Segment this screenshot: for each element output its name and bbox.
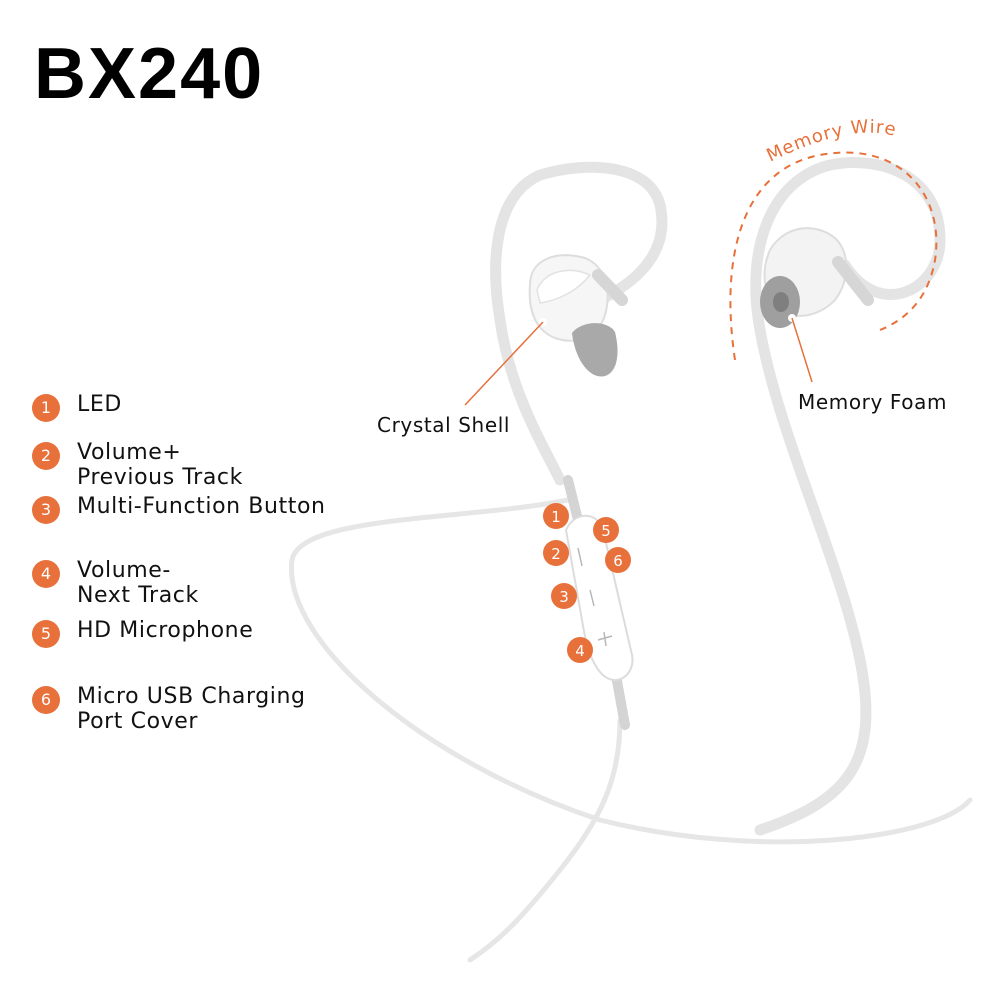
remote-marker-6: 6 (605, 547, 631, 573)
feature-item-volume-up: 2 Volume+ Previous Track (32, 440, 243, 490)
left-ear-tip (572, 323, 618, 377)
right-earhook (750, 157, 946, 836)
left-stem (592, 269, 628, 306)
remote-marker-4: 4 (567, 637, 593, 663)
svg-text:4: 4 (575, 642, 585, 660)
memory-foam-label: Memory Foam (798, 390, 948, 414)
product-title: BX240 (34, 34, 265, 114)
remote-multi-function-icon (589, 589, 595, 607)
feature-item-microphone: 5 HD Microphone (32, 618, 253, 648)
svg-text:1: 1 (551, 508, 561, 526)
right-stem (832, 256, 874, 306)
remote-marker-1: 1 (543, 503, 569, 529)
remote-marker-3: 3 (551, 583, 577, 609)
svg-text:2: 2 (551, 545, 561, 563)
feature-number-badge: 3 (32, 496, 60, 524)
feature-label: LED (77, 392, 122, 417)
feature-item-multi-function: 3 Multi-Function Button (32, 494, 326, 524)
remote-marker-2: 2 (543, 540, 569, 566)
feature-label: Multi-Function Button (77, 494, 326, 519)
right-ear-tip-hole (773, 292, 789, 312)
feature-item-volume-down: 4 Volume- Next Track (32, 558, 199, 608)
svg-text:6: 6 (613, 552, 623, 570)
feature-number-badge: 6 (32, 686, 60, 714)
feature-item-led: 1 LED (32, 392, 122, 422)
feature-label: Volume+ Previous Track (77, 440, 243, 490)
feature-label: HD Microphone (77, 618, 254, 643)
feature-number-badge: 1 (32, 394, 60, 422)
feature-label: Micro USB Charging Port Cover (77, 684, 306, 734)
crystal-shell-label: Crystal Shell (377, 413, 511, 437)
svg-text:5: 5 (601, 522, 611, 540)
memory-foam-leader (791, 317, 813, 383)
feature-number-badge: 5 (32, 620, 60, 648)
remote-volume-down-icon (597, 631, 613, 647)
crystal-shell-leader (464, 321, 544, 406)
remote-upper-strain (563, 475, 583, 525)
left-earbud-face (536, 269, 592, 304)
memory-wire-arc (729, 151, 938, 361)
remote-volume-up-icon (577, 547, 583, 567)
remote-marker-5: 5 (593, 517, 619, 543)
feature-number-badge: 2 (32, 442, 60, 470)
feature-item-usb-port-cover: 6 Micro USB Charging Port Cover (32, 684, 306, 734)
cable-loop (289, 497, 973, 845)
svg-text:3: 3 (559, 588, 569, 606)
memory-wire-label: Memory Wire (763, 116, 898, 166)
cable-lower (467, 717, 623, 963)
feature-number-badge: 4 (32, 560, 60, 588)
feature-label: Volume- Next Track (77, 558, 199, 608)
left-earhook (490, 161, 668, 486)
